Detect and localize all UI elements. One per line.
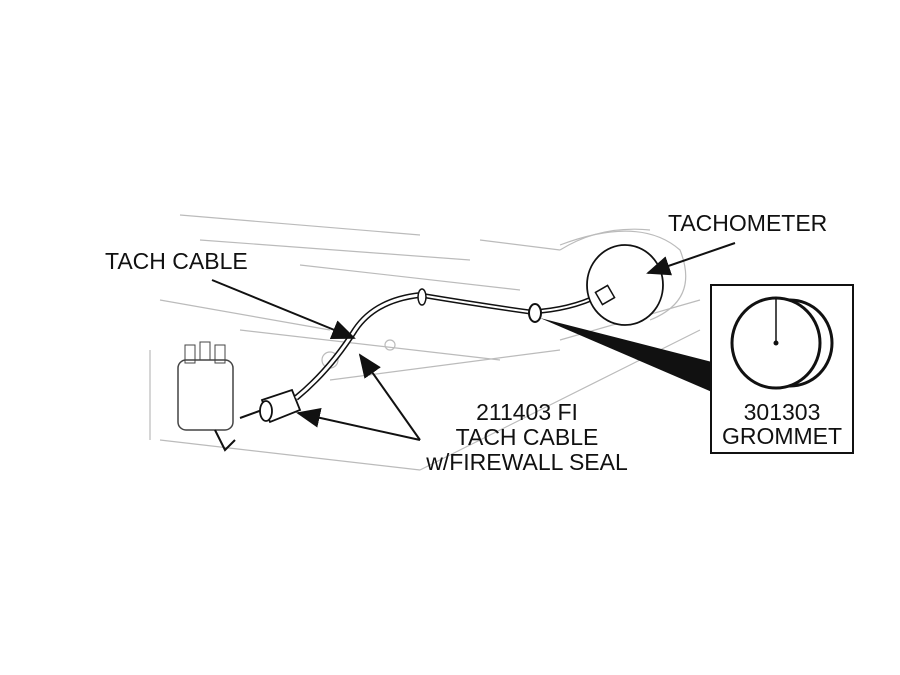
tach-cable-label: TACH CABLE bbox=[105, 248, 248, 274]
part-arrow-connector bbox=[296, 407, 421, 441]
grommet-name: GROMMET bbox=[722, 423, 842, 449]
callout-wedge bbox=[540, 318, 712, 392]
part-name-line1: TACH CABLE bbox=[456, 424, 599, 450]
part-name-line2: w/FIREWALL SEAL bbox=[425, 449, 628, 475]
grommet-number: 301303 bbox=[744, 399, 821, 425]
part-arrow-cable bbox=[358, 353, 421, 441]
distributor bbox=[177, 341, 236, 452]
part-number-label: 211403 FI bbox=[476, 399, 578, 425]
tach-cable-arrow bbox=[211, 279, 356, 339]
tachometer-arrow bbox=[646, 242, 736, 276]
grommet bbox=[528, 303, 542, 323]
tachometer-gauge bbox=[586, 244, 664, 326]
grommet-inset: 301303 GROMMET bbox=[710, 284, 854, 454]
tachometer-label: TACHOMETER bbox=[668, 210, 827, 236]
